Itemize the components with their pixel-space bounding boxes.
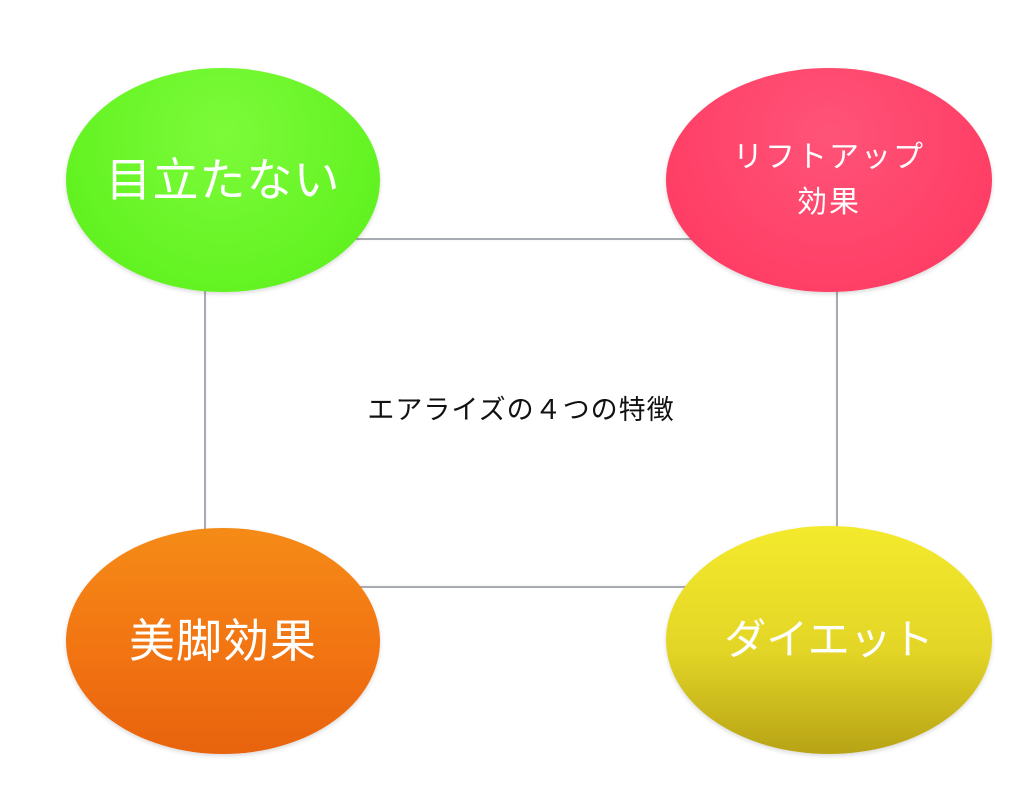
feature-label-lift-up-line1: リフトアップ bbox=[733, 140, 925, 175]
feature-node-lift-up: リフトアップ 効果 bbox=[666, 68, 992, 292]
feature-node-inconspicuous: 目立たない bbox=[66, 68, 380, 292]
feature-node-beautiful-legs: 美脚効果 bbox=[66, 528, 380, 754]
center-title: エアライズの４つの特徴 bbox=[367, 395, 675, 426]
feature-label-lift-up-line2: 効果 bbox=[797, 185, 861, 220]
feature-label-diet: ダイエット bbox=[724, 614, 934, 664]
feature-node-diet: ダイエット bbox=[666, 526, 992, 754]
center-box bbox=[204, 238, 838, 588]
feature-label-beautiful-legs: 美脚効果 bbox=[129, 613, 317, 668]
feature-label-inconspicuous: 目立たない bbox=[105, 152, 341, 207]
